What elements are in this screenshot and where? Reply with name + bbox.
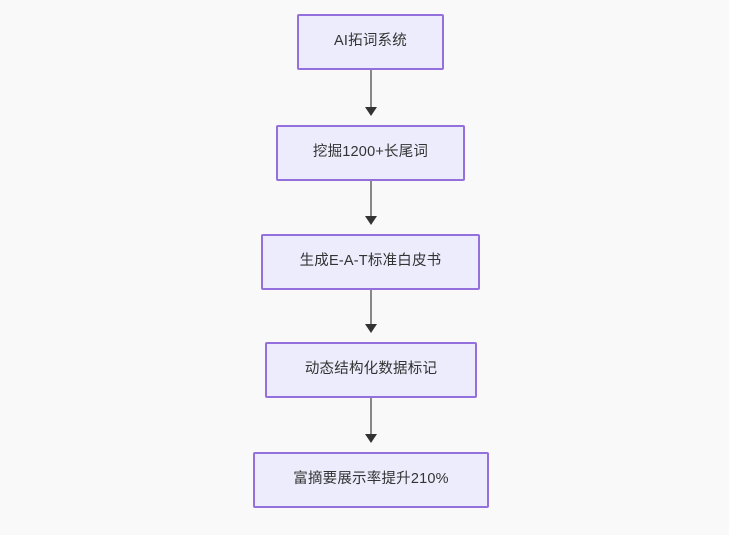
flowchart-node-dynamic-structured-data[interactable]: 动态结构化数据标记 — [265, 342, 477, 398]
edge-line — [370, 398, 372, 435]
arrowhead-icon — [365, 216, 377, 225]
arrowhead-icon — [365, 324, 377, 333]
flowchart-node-generate-eat-whitepaper[interactable]: 生成E-A-T标准白皮书 — [261, 234, 480, 290]
edge-line — [370, 70, 372, 108]
edge-line — [370, 181, 372, 217]
node-label: 富摘要展示率提升210% — [293, 471, 449, 488]
node-label: AI拓词系统 — [334, 33, 407, 50]
edge-line — [370, 290, 372, 325]
flowchart-node-mine-longtail-keywords[interactable]: 挖掘1200+长尾词 — [276, 125, 465, 181]
node-label: 生成E-A-T标准白皮书 — [299, 253, 442, 270]
arrowhead-icon — [365, 434, 377, 443]
arrowhead-icon — [365, 107, 377, 116]
node-label: 挖掘1200+长尾词 — [312, 144, 429, 161]
flowchart-node-ai-keyword-system[interactable]: AI拓词系统 — [297, 14, 444, 70]
node-label: 动态结构化数据标记 — [304, 361, 438, 378]
flowchart-node-rich-snippet-uplift[interactable]: 富摘要展示率提升210% — [253, 452, 489, 508]
